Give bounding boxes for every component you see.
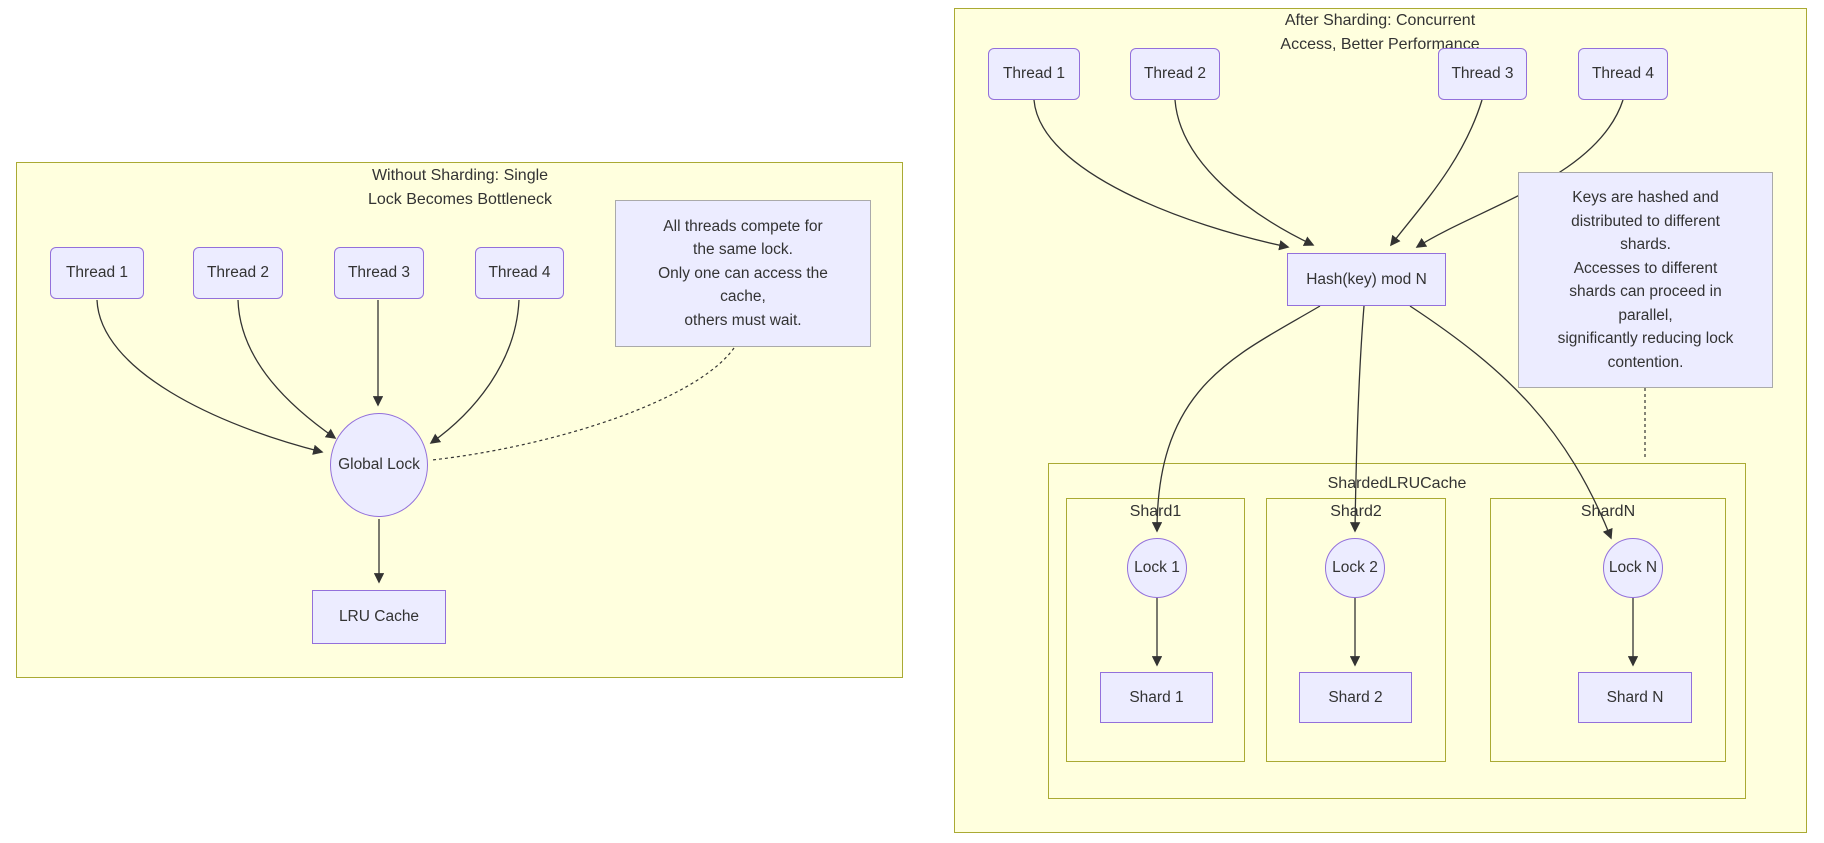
- left-cluster-title-line1: Without Sharding: Single: [371, 167, 549, 184]
- node-left-thread1: Thread 1: [50, 247, 144, 299]
- left-cluster-title: Without Sharding: Single Lock Becomes Bo…: [310, 164, 610, 212]
- node-lock1: Lock 1: [1127, 538, 1187, 598]
- node-right-thread3: Thread 3: [1438, 48, 1527, 100]
- note-right-line8: contention.: [1607, 353, 1684, 371]
- note-left-line2: the same lock.: [693, 241, 793, 259]
- edge-right-thread1-to-hash: [1033, 99, 1290, 251]
- note-right-line7: significantly reducing lock: [1557, 330, 1734, 347]
- edge-right-hash-to-lock2: [1349, 305, 1365, 533]
- edge-left-thread2-to-lock: [237, 299, 337, 439]
- note-right: Keys are hashed and distributed to diffe…: [1518, 172, 1773, 388]
- node-shard2: Shard 2: [1299, 672, 1412, 723]
- note-left-line1: All threads compete for: [663, 217, 823, 235]
- edge-left-note-to-lock: [431, 347, 735, 461]
- right-cluster-title: After Sharding: Concurrent Access, Bette…: [1230, 9, 1530, 57]
- shard2-label: Shard2: [1330, 503, 1382, 520]
- node-lock2: Lock 2: [1325, 538, 1385, 598]
- sharded-lru-cache-label: ShardedLRUCache: [1327, 475, 1467, 492]
- node-right-thread1: Thread 1: [988, 48, 1080, 100]
- node-lru-cache: LRU Cache: [312, 590, 446, 644]
- edge-right-hash-to-lockN: [1409, 305, 1613, 540]
- node-left-thread2: Thread 2: [193, 247, 283, 299]
- node-right-thread2: Thread 2: [1130, 48, 1220, 100]
- node-shardN: Shard N: [1578, 672, 1692, 723]
- note-left-line4: cache,: [720, 288, 766, 306]
- edge-right-thread2-to-hash: [1174, 99, 1315, 246]
- shardN-label: ShardN: [1580, 503, 1636, 520]
- node-hash-key-mod-n: Hash(key) mod N: [1287, 253, 1446, 306]
- note-right-line6: parallel,: [1618, 306, 1673, 324]
- left-cluster-title-line2: Lock Becomes Bottleneck: [367, 191, 553, 208]
- note-right-line2: distributed to different: [1571, 212, 1720, 230]
- node-lockN: Lock N: [1603, 538, 1663, 598]
- edge-right-hash-to-lock1: [1151, 305, 1321, 533]
- note-right-line1: Keys are hashed and: [1572, 189, 1719, 206]
- node-left-thread4: Thread 4: [475, 247, 564, 299]
- right-cluster-title-line2: Access, Better Performance: [1280, 36, 1480, 53]
- node-shard1: Shard 1: [1100, 672, 1213, 723]
- node-global-lock: Global Lock: [330, 413, 428, 517]
- note-right-line5: shards can proceed in: [1569, 283, 1722, 300]
- edge-right-thread3-to-hash: [1390, 99, 1483, 247]
- note-left: All threads compete for the same lock. O…: [615, 200, 871, 347]
- right-cluster-title-line1: After Sharding: Concurrent: [1284, 12, 1476, 29]
- node-right-thread4: Thread 4: [1578, 48, 1668, 100]
- note-right-line4: Accesses to different: [1573, 259, 1718, 277]
- note-left-line3: Only one can access the: [658, 264, 828, 282]
- note-right-line3: shards.: [1620, 236, 1671, 253]
- shard1-label: Shard1: [1129, 503, 1182, 520]
- edge-left-thread4-to-lock: [429, 299, 520, 444]
- edge-left-thread1-to-lock: [96, 299, 324, 455]
- note-left-line5: others must wait.: [684, 311, 802, 329]
- node-left-thread3: Thread 3: [334, 247, 424, 299]
